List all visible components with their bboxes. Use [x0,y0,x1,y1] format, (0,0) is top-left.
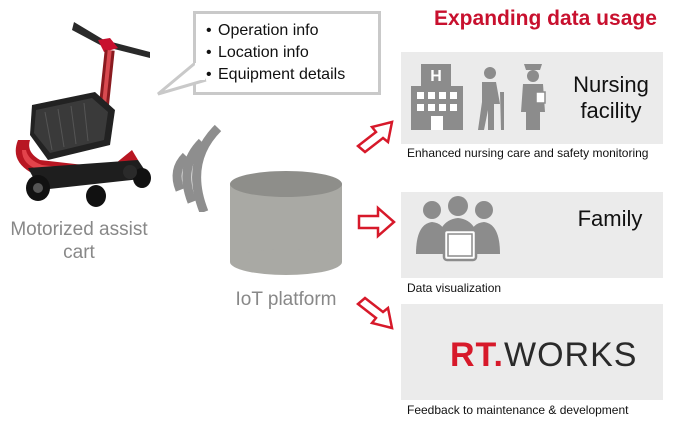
cart-label: Motorized assist cart [10,219,148,263]
nursing-facility-title: Nursing facility [573,72,649,123]
family-caption: Data visualization [407,281,502,295]
arrow-to-rtworks-icon [356,296,394,330]
info-callout: Operation info Location info Equipment d… [193,11,381,95]
rtworks-caption: Feedback to maintenance & development [407,403,629,417]
callout-item-location: Location info [206,42,378,64]
callout-tail [157,62,207,96]
family-title: Family [577,206,643,231]
svg-text:H: H [430,68,442,85]
rtworks-logo: RT.WORKS [450,336,637,375]
database-cylinder-icon [230,171,342,275]
rtworks-logo-red: RT. [450,336,504,374]
wireless-signal-icon [172,124,222,212]
arrow-to-family-icon [357,205,396,239]
nursing-facility-caption: Enhanced nursing care and safety monitor… [407,146,649,160]
callout-item-equipment: Equipment details [206,64,378,86]
arrow-to-nursing-icon [356,120,394,154]
callout-item-operation: Operation info [206,20,378,42]
rtworks-panel [401,304,663,400]
section-heading: Expanding data usage [434,7,657,30]
platform-label: IoT platform [235,289,337,310]
hospital-icon: H [411,64,463,130]
elderly-person-icon [478,67,504,130]
nurse-icon [521,64,546,130]
assist-cart-image [15,22,151,207]
family-tablet-icon [416,196,500,262]
rtworks-logo-dark: WORKS [504,336,638,374]
